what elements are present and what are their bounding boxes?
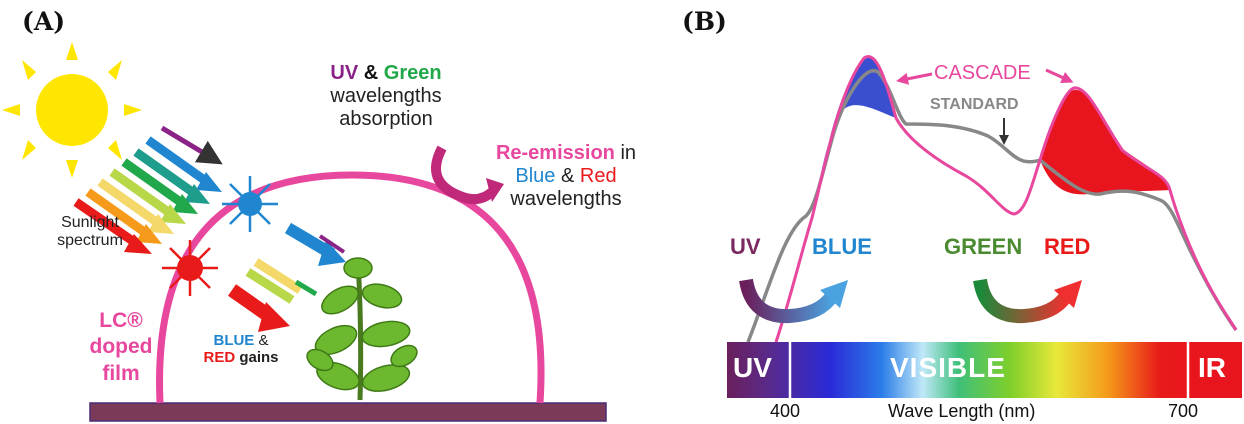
sunlight-line-1: Sunlight — [61, 214, 119, 231]
red-word: Red — [579, 165, 617, 187]
tick-700: 700 — [1168, 401, 1199, 421]
spectrum-bar — [727, 342, 1242, 398]
cascade-arrow-left — [896, 72, 933, 85]
gains-word: gains — [239, 349, 279, 367]
standard-label: STANDARD — [930, 96, 1019, 113]
gains-blue: BLUE — [213, 332, 255, 349]
cascade-arrow-right — [1045, 68, 1074, 83]
panel-b — [727, 54, 1242, 398]
green-word: Green — [383, 62, 442, 84]
reemission-word: Re-emission — [495, 142, 615, 164]
sun-icon — [2, 42, 142, 178]
uv-word: UV — [330, 62, 359, 84]
sunlight-label: Sunlight spectrum — [40, 214, 140, 251]
shift-red-label: RED — [1044, 234, 1091, 259]
absorption-line-2: wavelengths — [330, 85, 442, 107]
bar-ir-label: IR — [1198, 352, 1226, 383]
absorption-arrow — [431, 145, 504, 205]
transmitted-rays — [227, 222, 346, 332]
absorption-line-3: absorption — [339, 108, 433, 130]
sunlight-line-2: spectrum — [57, 232, 123, 250]
lc-line-2: doped — [89, 335, 153, 359]
plant-icon — [306, 257, 418, 401]
uv-to-blue-arrow — [739, 278, 848, 324]
tick-400: 400 — [770, 401, 801, 421]
lc-line-1: LC® — [99, 309, 143, 332]
ground-bar — [89, 402, 607, 422]
gains-red: RED — [203, 349, 236, 367]
blue-emission-icon — [222, 176, 278, 232]
red-gain-area — [1040, 89, 1170, 195]
blue-gain-area — [812, 57, 896, 219]
shift-blue-label: BLUE — [812, 234, 872, 259]
panel-a-label: (A) — [22, 7, 66, 36]
sunlight-rays — [73, 125, 223, 254]
shift-uv-label: UV — [730, 234, 761, 259]
gains-amp: & — [258, 332, 269, 349]
panel-a — [2, 42, 607, 422]
reemission-label: Re-emission in Blue & Red wavelengths — [486, 142, 646, 211]
lc-line-3: film — [102, 361, 140, 385]
lc-film-label: LC® doped film — [76, 308, 166, 387]
absorption-label: UV & Green wavelengths absorption — [306, 62, 466, 131]
shift-green-label: GREEN — [944, 234, 1023, 259]
bar-uv-label: UV — [733, 352, 772, 383]
reemission-line-3: wavelengths — [510, 188, 622, 210]
gains-label: BLUE & RED gains — [186, 332, 296, 367]
red-emission-icon — [162, 240, 218, 296]
bar-visible-label: VISIBLE — [890, 352, 1006, 383]
green-to-red-arrow — [973, 278, 1082, 324]
x-axis-label: Wave Length (nm) — [888, 401, 1036, 421]
reemission-in: in — [620, 142, 637, 164]
cascade-curve — [774, 54, 1238, 343]
amp-2: & — [560, 165, 575, 187]
amp-1: & — [363, 62, 379, 84]
blue-word: Blue — [515, 165, 556, 187]
cascade-label: CASCADE — [934, 62, 1031, 84]
panel-b-label: (B) — [682, 7, 727, 36]
